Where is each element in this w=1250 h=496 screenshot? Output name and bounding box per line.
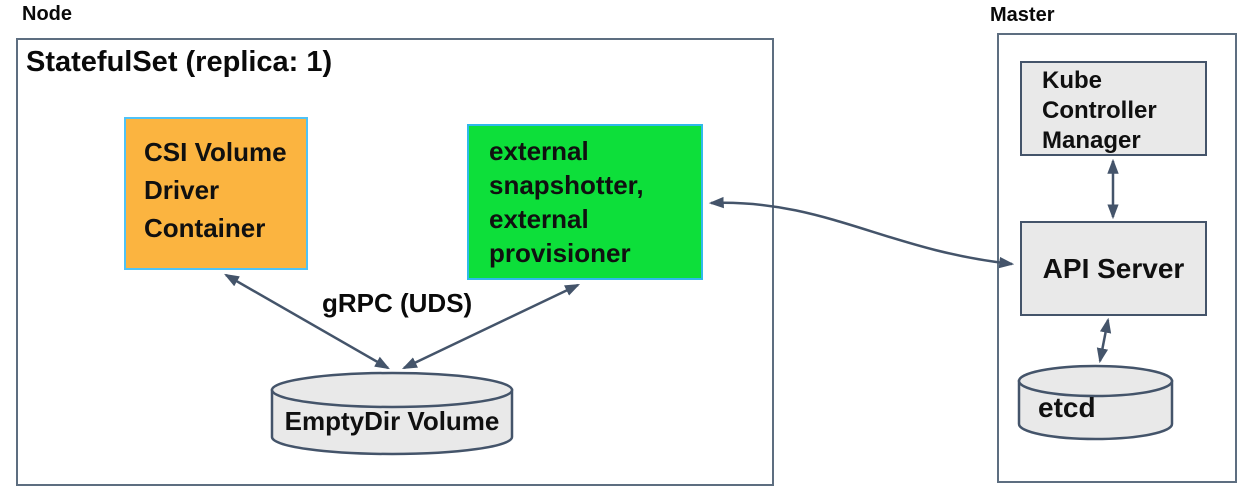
- arrow-csi-to-emptydir: [224, 273, 390, 370]
- emptydir-volume-label: EmptyDir Volume: [284, 406, 500, 436]
- etcd-label: etcd: [1038, 392, 1096, 423]
- etcd-cylinder: [1017, 364, 1174, 441]
- external-snapshotter-provisioner-box: external snapshotter, external provision…: [467, 124, 703, 280]
- node-section-label: Node: [22, 3, 72, 25]
- arrow-apiserver-to-etcd: [1096, 317, 1112, 364]
- arrow-sidecar-to-emptydir: [401, 283, 581, 370]
- arrow-sidecar-to-apiserver: [708, 196, 1015, 269]
- master-section-label: Master: [990, 4, 1055, 26]
- statefulset-title: StatefulSet (replica: 1): [26, 46, 333, 78]
- csi-volume-driver-box: CSI Volume Driver Container: [124, 117, 308, 270]
- api-server-box: API Server: [1020, 221, 1207, 316]
- kube-controller-manager-box: Kube Controller Manager: [1020, 61, 1207, 156]
- grpc-uds-label: gRPC (UDS): [322, 288, 473, 318]
- emptydir-cylinder: [270, 371, 514, 456]
